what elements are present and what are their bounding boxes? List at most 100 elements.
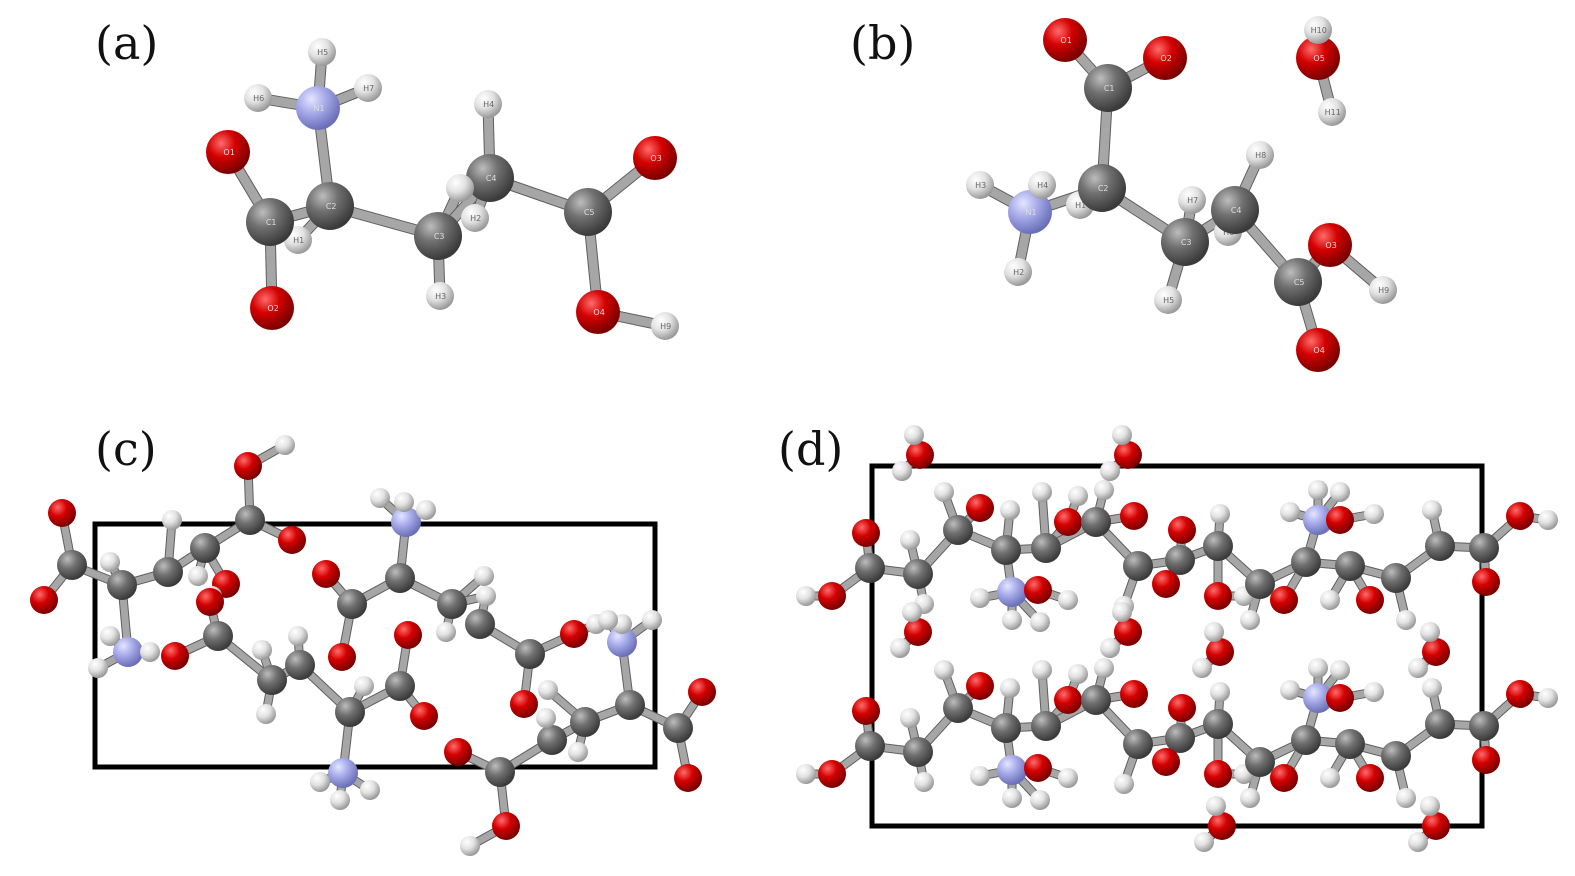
- panel-c-hydrogen-atom: [162, 510, 182, 530]
- panel-d-lower-layer-carbon-atom: [1123, 729, 1153, 759]
- panel-d-unit-cell: [869, 463, 1485, 829]
- panel-c-carbon-atom: [335, 697, 365, 727]
- panel-d-upper-layer-hydrogen-atom: [1330, 482, 1350, 502]
- atom-label: C1: [1104, 84, 1115, 93]
- panel-c-hydrogen-atom: [476, 586, 496, 606]
- panel-d-upper-layer-carbon-atom: [855, 553, 885, 583]
- atom-label: O4: [593, 308, 604, 317]
- panel-d-water-5-hydrogen-atom: [1420, 622, 1440, 642]
- panel-b-hydrogen-atom: [1028, 171, 1056, 199]
- atom-label: H9: [1378, 286, 1389, 295]
- panel-c-carbon-atom: [235, 505, 265, 535]
- panel-a-carbon-atom: [414, 212, 462, 260]
- panel-d-lower-layer-hydrogen-atom: [796, 764, 816, 784]
- panel-b-hydrogen-atom: [1369, 276, 1397, 304]
- atom-label: N1: [314, 104, 325, 113]
- panel-d-upper-layer-carbon-atom: [1245, 569, 1275, 599]
- panel-d-water-6-oxygen-atom: [1208, 812, 1236, 840]
- panel-d-water-4-oxygen-atom: [1206, 638, 1234, 666]
- panel-b-hydrogen-atom: [1304, 16, 1332, 44]
- atom-label: C4: [486, 174, 497, 183]
- panel-d-lower-layer-hydrogen-atom: [1002, 788, 1022, 808]
- panel-a-oxygen-atom: [206, 130, 250, 174]
- panel-d-lower-layer-hydrogen-atom: [1114, 774, 1134, 794]
- panel-d-water-0-hydrogen-atom: [904, 425, 924, 445]
- panel-d-lower-layer-oxygen-atom: [1506, 680, 1534, 708]
- atom-label: C3: [1181, 238, 1192, 247]
- panel-d-water-2-hydrogen-atom: [890, 638, 910, 658]
- panel-c-hydrogen-atom: [394, 492, 414, 512]
- panel-d-water-7-hydrogen-atom: [1420, 796, 1440, 816]
- panel-d-water-5-hydrogen-atom: [1408, 658, 1428, 678]
- panel-d-upper-layer-oxygen-atom: [1120, 502, 1148, 530]
- panel-c-hydrogen-atom: [330, 790, 350, 810]
- panel-b-hydrogen-atom: [1246, 141, 1274, 169]
- atom-label: N1: [1026, 208, 1037, 217]
- panel-d-upper-layer-hydrogen-atom: [1396, 610, 1416, 630]
- panel-c-hydrogen-atom: [252, 640, 272, 660]
- panel-d-lower-layer-oxygen-atom: [1204, 760, 1232, 788]
- panel-d-lower-layer-carbon-atom: [855, 731, 885, 761]
- atom-label: C4: [1231, 206, 1242, 215]
- atom-label: H1: [293, 236, 304, 245]
- panel-d-upper-layer-hydrogen-atom: [1240, 610, 1260, 630]
- panel-c-carbon-atom: [285, 650, 315, 680]
- panel-d-lower-layer-oxygen-atom: [1356, 764, 1384, 792]
- atom-layer: O1O2O3O4N1H5H6H7H4H3H2H1H9C1C2C3C4C5O1O2…: [30, 16, 1558, 856]
- panel-d-upper-layer-oxygen-atom: [1472, 568, 1500, 596]
- panel-d-lower-layer-carbon-atom: [1291, 725, 1321, 755]
- panel-c-hydrogen-atom: [100, 626, 120, 646]
- panel-d-water-0-oxygen-atom: [906, 441, 934, 469]
- panel-a-hydrogen-atom: [308, 38, 336, 66]
- panel-d-upper-layer-hydrogen-atom: [1000, 500, 1020, 520]
- atom-label: H4: [483, 100, 494, 109]
- atom-label: O5: [1313, 54, 1324, 63]
- panel-c-carbon-atom: [515, 639, 545, 669]
- panel-b-hydrogen-atom: [1004, 258, 1032, 286]
- panel-b-carbon-atom: [1078, 164, 1126, 212]
- panel-d-upper-layer-carbon-atom: [943, 515, 973, 545]
- atom-label: H5: [1163, 296, 1174, 305]
- panel-c-carbon-atom: [485, 757, 515, 787]
- panel-b-carbon-atom: [1084, 64, 1132, 112]
- panel-c-nitrogen-atom: [391, 507, 421, 537]
- panel-d-lower-layer-carbon-atom: [1335, 729, 1365, 759]
- panel-d-upper-layer-carbon-atom: [1335, 551, 1365, 581]
- bond-layer: [39, 24, 1553, 851]
- panel-d-water-6-hydrogen-atom: [1206, 796, 1226, 816]
- panel-d-lower-layer-nitrogen-atom: [1303, 683, 1333, 713]
- panel-label-b: (b): [850, 16, 916, 70]
- panel-d-upper-layer-carbon-atom: [1291, 547, 1321, 577]
- panel-d-water-6-hydrogen-atom: [1194, 832, 1214, 852]
- atom-label: C2: [326, 202, 337, 211]
- panel-d-upper-layer-oxygen-atom: [1152, 570, 1180, 598]
- panel-d-lower-layer-carbon-atom: [1469, 711, 1499, 741]
- panel-d-upper-layer-oxygen-atom: [1204, 582, 1232, 610]
- atom-label: O3: [650, 154, 661, 163]
- panel-d-lower-layer-oxygen-atom: [1120, 680, 1148, 708]
- atom-label: H7: [363, 84, 374, 93]
- panel-a-hydrogen-atom: [446, 174, 474, 202]
- panel-c-oxygen-atom: [328, 643, 356, 671]
- panel-d-lower-layer-carbon-atom: [1381, 741, 1411, 771]
- panel-b-nitrogen-atom: [1008, 190, 1052, 234]
- panel-d-lower-layer-carbon-atom: [943, 693, 973, 723]
- panel-c-oxygen-atom: [444, 738, 472, 766]
- panel-c-carbon-atom: [570, 707, 600, 737]
- panel-d-upper-layer-hydrogen-atom: [1308, 480, 1328, 500]
- panel-d-water-1-hydrogen-atom: [1112, 425, 1132, 445]
- panel-c-unit-cell: [92, 521, 658, 770]
- panel-a-oxygen-atom: [250, 286, 294, 330]
- panel-d-upper-layer-carbon-atom: [1203, 531, 1233, 561]
- panel-d-water-3-hydrogen-atom: [1100, 638, 1120, 658]
- panel-c-oxygen-atom: [278, 526, 306, 554]
- panel-d-upper-layer-oxygen-atom: [1054, 508, 1082, 536]
- panel-c-oxygen-atom: [688, 678, 716, 706]
- panel-d-upper-layer-hydrogen-atom: [796, 586, 816, 606]
- panel-d-lower-layer-oxygen-atom: [1152, 748, 1180, 776]
- panel-a-hydrogen-atom: [244, 84, 272, 112]
- atom-label: H3: [975, 181, 986, 190]
- panel-c-oxygen-atom: [492, 812, 520, 840]
- panel-b-oxygen-atom: [1296, 328, 1340, 372]
